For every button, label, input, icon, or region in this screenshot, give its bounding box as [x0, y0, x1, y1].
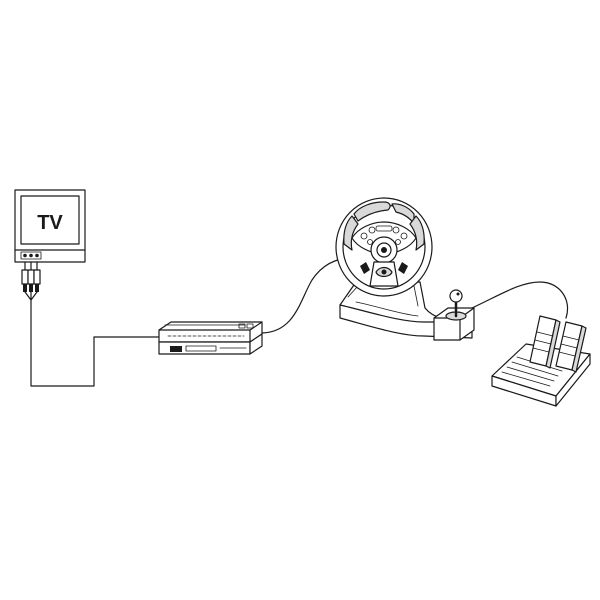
av-plugs: [21, 261, 41, 301]
tv-av-input-jacks: [20, 251, 42, 260]
wheel-hub: [351, 221, 417, 264]
console-to-wheel-cable: [261, 257, 353, 334]
brake-pedal: [529, 315, 561, 369]
wheel-to-pedals-cable: [471, 281, 569, 319]
tv-label: TV: [37, 212, 63, 234]
accelerator-pedal: [555, 321, 587, 373]
av-cable: [30, 299, 161, 387]
game-console: [158, 321, 263, 355]
tv: TV: [14, 189, 86, 263]
steering-wheel: [335, 197, 433, 297]
pedals: [491, 315, 591, 407]
console-front-ports: [238, 323, 254, 329]
wheel-grips: [343, 201, 425, 251]
gear-shifter: [433, 289, 475, 341]
wheel-lower-spoke: [360, 261, 408, 287]
